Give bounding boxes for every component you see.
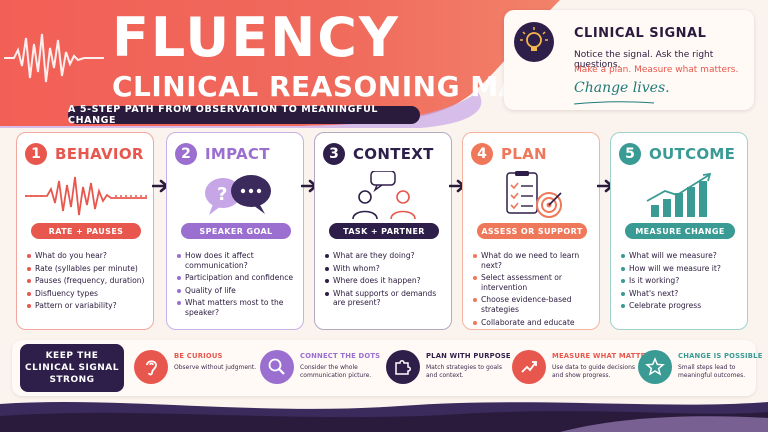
underline-swash: [574, 101, 654, 105]
signal-line-3: Change lives.: [574, 80, 670, 96]
tip-connect-dots: CONNECT THE DOTS Consider the whole comm…: [260, 344, 382, 392]
tip-description: Match strategies to goals and context.: [426, 364, 502, 379]
list-item: What do you hear?: [27, 251, 151, 261]
tip-description: Use data to guide decisions and show pro…: [552, 364, 636, 379]
keep-signal-label: KEEP THE CLINICAL SIGNAL STRONG: [20, 344, 124, 392]
speech-bubbles-icon: ?: [205, 175, 271, 215]
step-card-outcome: 5 OUTCOME MEASURE CHANGE What will we me…: [610, 132, 748, 330]
trend-icon: [512, 350, 546, 384]
list-item: Is it working?: [621, 276, 745, 286]
tip-description: Observe without judgment.: [174, 364, 257, 371]
tip-plan-purpose: PLAN WITH PURPOSE Match strategies to go…: [386, 344, 511, 392]
step-number: 1: [25, 143, 47, 165]
step-pill: ASSESS OR SUPPORT: [477, 223, 587, 239]
list-item: Disfluency types: [27, 289, 151, 299]
list-item: What do we need to learn next?: [473, 251, 597, 270]
step-card-context: 3 CONTEXT TASK + PARTNER What are they d…: [314, 132, 452, 330]
bottom-wave-decoration: [0, 402, 768, 432]
tip-description: Small steps lead to meaningful outcomes.: [678, 364, 746, 379]
ear-icon: [134, 350, 168, 384]
tip-description: Consider the whole communication picture…: [300, 364, 372, 379]
list-item: Pauses (frequency, duration): [27, 276, 151, 286]
lightbulb-icon: [514, 22, 554, 62]
waveform-icon: [4, 33, 104, 83]
list-item: Quality of life: [177, 286, 301, 296]
clinical-signal-card: CLINICAL SIGNAL Notice the signal. Ask t…: [504, 10, 754, 110]
step-question-list: What do we need to learn next? Select as…: [473, 251, 597, 330]
list-item: What supports or demands are present?: [325, 289, 449, 308]
two-people-icon: [352, 171, 416, 220]
step-pill: TASK + PARTNER: [329, 223, 439, 239]
growth-chart-icon: [646, 172, 712, 217]
step-number: 5: [619, 143, 641, 165]
header-background: [0, 0, 560, 128]
signal-line-1: Notice the signal. Ask the right questio…: [574, 50, 714, 70]
magnifier-icon: [260, 350, 294, 384]
step-number: 4: [471, 143, 493, 165]
step-header: 5 OUTCOME: [619, 143, 735, 165]
step-header: 3 CONTEXT: [323, 143, 434, 165]
subtitle-pill: A 5-STEP PATH FROM OBSERVATION TO MEANIN…: [68, 104, 420, 126]
list-item: Select assessment or intervention: [473, 273, 597, 292]
signal-line-2: Make a plan. Measure what matters.: [574, 65, 739, 75]
step-title: IMPACT: [205, 145, 270, 163]
header: FLUENCY CLINICAL REASONING MAP A 5-STEP …: [0, 0, 768, 128]
star-icon: [638, 350, 672, 384]
svg-text:?: ?: [217, 184, 227, 205]
tip-title: CHANGE IS POSSIBLE: [678, 352, 763, 360]
list-item: With whom?: [325, 264, 449, 274]
step-question-list: What do you hear? Rate (syllables per mi…: [27, 251, 151, 314]
footer-tips-bar: KEEP THE CLINICAL SIGNAL STRONG BE CURIO…: [12, 340, 762, 396]
list-item: Pattern or variability?: [27, 301, 151, 311]
list-item: How does it affect communication?: [177, 251, 301, 270]
step-pill: MEASURE CHANGE: [625, 223, 735, 239]
tip-change-possible: CHANGE IS POSSIBLE Small steps lead to m…: [638, 344, 763, 392]
signal-title: CLINICAL SIGNAL: [574, 26, 707, 41]
step-question-list: How does it affect communication? Partic…: [177, 251, 301, 321]
list-item: What are they doing?: [325, 251, 449, 261]
step-pill: RATE + PAUSES: [31, 223, 141, 239]
tip-title: PLAN WITH PURPOSE: [426, 352, 511, 360]
tip-title: MEASURE WHAT MATTERS: [552, 352, 656, 360]
step-title: BEHAVIOR: [55, 145, 144, 163]
step-title: PLAN: [501, 145, 547, 163]
step-card-impact: 2 IMPACT ? SPEAKER GOAL How does it affe…: [166, 132, 304, 330]
list-item: What matters most to the speaker?: [177, 298, 301, 317]
tip-title: BE CURIOUS: [174, 352, 223, 360]
waveform-icon: [25, 176, 147, 216]
step-header: 2 IMPACT: [175, 143, 270, 165]
list-item: How will we measure it?: [621, 264, 745, 274]
step-number: 3: [323, 143, 345, 165]
tip-measure-matters: MEASURE WHAT MATTERS Use data to guide d…: [512, 344, 656, 392]
list-item: Celebrate progress: [621, 301, 745, 311]
step-title: CONTEXT: [353, 145, 434, 163]
list-item: What's next?: [621, 289, 745, 299]
step-card-behavior: 1 BEHAVIOR RATE + PAUSES What do you hea…: [16, 132, 154, 330]
step-title: OUTCOME: [649, 145, 736, 163]
tip-title: CONNECT THE DOTS: [300, 352, 381, 360]
title-map: CLINICAL REASONING MAP: [112, 70, 542, 103]
step-number: 2: [175, 143, 197, 165]
list-item: Choose evidence-based strategies: [473, 295, 597, 314]
step-header: 1 BEHAVIOR: [25, 143, 144, 165]
step-header: 4 PLAN: [471, 143, 547, 165]
step-pill: SPEAKER GOAL: [181, 223, 291, 239]
list-item: Collaborate and educate: [473, 318, 597, 328]
title-fluency: FLUENCY: [112, 6, 401, 69]
list-item: What will we measure?: [621, 251, 745, 261]
checklist-target-icon: [506, 171, 562, 218]
step-question-list: What will we measure? How will we measur…: [621, 251, 745, 314]
step-card-plan: 4 PLAN ASSESS OR SUPPORT What do we need…: [462, 132, 600, 330]
list-item: Where does it happen?: [325, 276, 449, 286]
puzzle-icon: [386, 350, 420, 384]
list-item: Participation and confidence: [177, 273, 301, 283]
tip-be-curious: BE CURIOUS Observe without judgment.: [134, 344, 256, 392]
step-question-list: What are they doing? With whom? Where do…: [325, 251, 449, 311]
list-item: Rate (syllables per minute): [27, 264, 151, 274]
